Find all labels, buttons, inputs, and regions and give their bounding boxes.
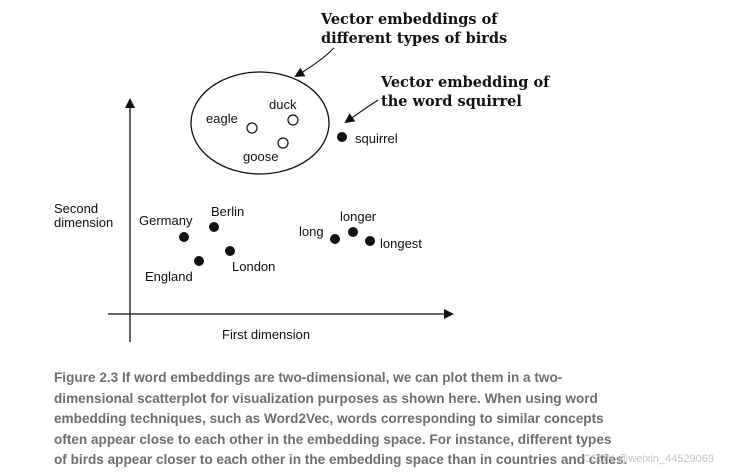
- label-duck: duck: [269, 97, 297, 112]
- label-berlin: Berlin: [211, 204, 245, 219]
- squirrel-callout-line-2: the word squirrel: [381, 93, 522, 110]
- label-longer: longer: [340, 209, 377, 224]
- caption-line-1: Figure 2.3 If word embeddings are two-di…: [54, 370, 563, 385]
- point-longest: [365, 236, 375, 246]
- label-squirrel: squirrel: [355, 131, 398, 146]
- caption-line-5: of birds appear closer to each other in …: [54, 452, 628, 468]
- y-axis-label-line-1: Second: [54, 201, 99, 216]
- caption-line-4: often appear close to each other in the …: [54, 431, 612, 447]
- x-axis-label: First dimension: [222, 327, 311, 342]
- squirrel-callout-leader: [344, 99, 379, 124]
- birds-callout-line-1: Vector embeddings of: [321, 11, 498, 28]
- point-long: [330, 234, 340, 244]
- point-berlin: [209, 222, 219, 232]
- label-goose: goose: [243, 149, 279, 164]
- label-longest: longest: [380, 236, 422, 251]
- squirrel-callout-line-1: Vector embedding of: [381, 74, 550, 91]
- point-london: [225, 246, 235, 256]
- label-england: England: [145, 269, 193, 284]
- label-eagle: eagle: [206, 111, 238, 126]
- diagram-canvas: [108, 47, 454, 342]
- birds-callout-line-2: different types of birds: [321, 30, 508, 47]
- point-eagle: [246, 122, 258, 134]
- point-longer: [348, 227, 358, 237]
- birds-callout-leader: [294, 47, 335, 78]
- birds-callout: Vector embeddings of different types of …: [321, 10, 507, 48]
- y-axis-label: Second dimension: [54, 202, 113, 230]
- point-squirrel: [337, 132, 347, 142]
- point-england: [194, 256, 204, 266]
- point-germany: [179, 232, 189, 242]
- label-long: long: [299, 224, 324, 239]
- watermark: CSDN @weixin_44529069: [582, 453, 714, 465]
- birds-cluster-ellipse: [190, 71, 330, 175]
- caption-line-3: embedding techniques, such as Word2Vec, …: [54, 411, 604, 427]
- point-duck: [287, 114, 299, 126]
- label-germany: Germany: [139, 213, 193, 228]
- y-axis-label-line-2: dimension: [54, 215, 114, 230]
- point-goose: [277, 137, 289, 149]
- label-london: London: [232, 259, 276, 274]
- squirrel-callout: Vector embedding of the word squirrel: [381, 73, 549, 111]
- scatter-diagram: Vector embeddings of different types of …: [54, 10, 549, 342]
- caption-line-2: dimensional scatterplot for visualizatio…: [54, 390, 598, 406]
- figure-caption: Figure 2.3 If word embeddings are two-di…: [54, 368, 714, 471]
